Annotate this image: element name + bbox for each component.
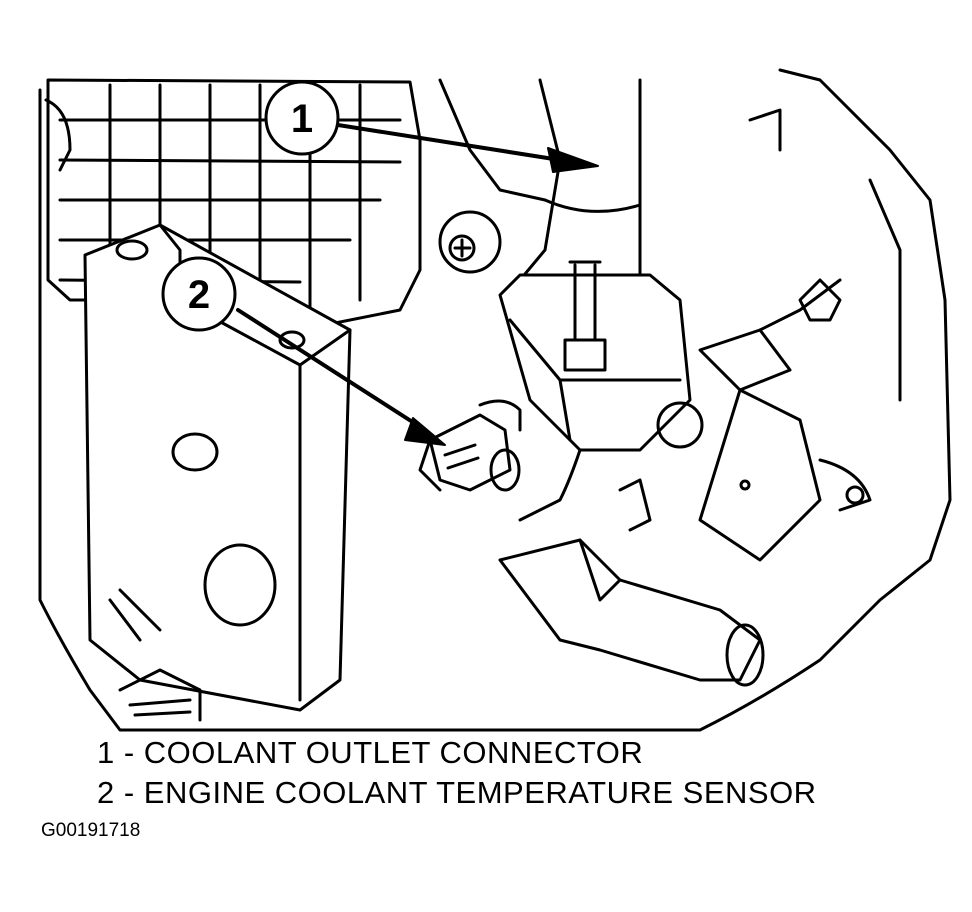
- arrowhead-2: [404, 417, 446, 446]
- ects-sensor: [418, 399, 522, 492]
- right-components: [698, 108, 902, 562]
- leader-lines: [236, 123, 562, 432]
- pulley: [118, 668, 202, 722]
- leader-line-1: [336, 123, 562, 162]
- leader-line-2: [236, 308, 427, 432]
- callout-number-2: 2: [188, 273, 210, 317]
- legend-item-1: 1 - COOLANT OUTLET CONNECTOR: [97, 735, 644, 770]
- coolant-outlet-housing: [498, 260, 704, 522]
- callout-circle-1: [264, 80, 340, 156]
- callout-number-1: 1: [291, 97, 313, 141]
- mounting-bracket: [83, 223, 352, 712]
- legend-item-2: 2 - ENGINE COOLANT TEMPERATURE SENSOR: [97, 775, 817, 810]
- lower-tube: [498, 478, 765, 687]
- figure-code: G00191718: [41, 820, 141, 841]
- upper-hose: [438, 78, 642, 282]
- callout-circle-2: [161, 256, 237, 332]
- arrowhead-1: [547, 147, 599, 173]
- outer-outline: [38, 68, 952, 732]
